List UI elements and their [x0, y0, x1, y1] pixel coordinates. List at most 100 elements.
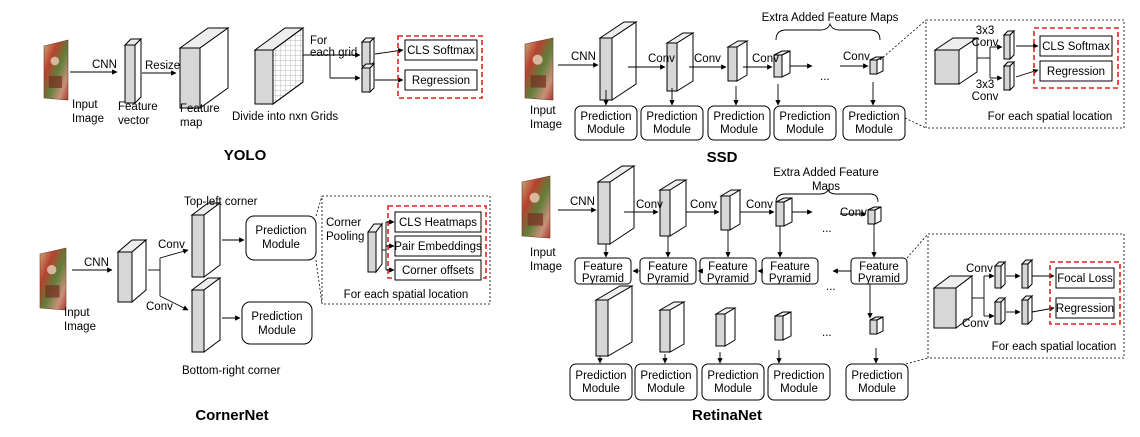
cornernet-br-arrow [159, 295, 189, 311]
retinanet-head-map-4-front [774, 315, 784, 341]
retinanet-detail-map-front [933, 287, 957, 329]
ssd-prediction-module-label-2-line1: Prediction [646, 111, 697, 123]
retinanet-feature-map-3-front [720, 195, 731, 231]
ssd-prediction-module-2 [640, 105, 704, 141]
ssd-feature-map-4-side [781, 50, 791, 78]
ssd-prediction-module-label-5-line2: Module [855, 124, 893, 136]
retinanet-head-map-1-front [595, 299, 609, 357]
retinanet-feature-map-4-side [783, 197, 793, 227]
cornernet-prediction-module-2 [241, 301, 313, 345]
ssd-prediction-module-1 [574, 105, 638, 141]
ssd-input-label-line2: Image [530, 119, 562, 131]
retinanet-conv-label-3: Conv [746, 199, 773, 211]
ssd-cls-label: CLS Softmax [1042, 41, 1110, 53]
retinanet-input-image-photo [521, 175, 551, 239]
cornernet-bottom-right-map-side [203, 277, 221, 353]
ssd-cnn-label: CNN [571, 51, 596, 63]
ssd-prediction-module-label-4-line1: Prediction [779, 111, 830, 123]
retinanet-pm-label-1-line2: Module [582, 383, 620, 395]
ssd-input-image-figure [532, 54, 543, 65]
retinanet-feature-map-1 [596, 165, 636, 245]
yolo-input-image-figure [50, 56, 60, 66]
yolo-input-image-detail [48, 76, 62, 88]
yolo-divide-label: Divide into nxn Grids [232, 111, 338, 123]
ssd-input-image-detail [530, 75, 546, 88]
ssd-3x3-conv-top-line2: Conv [972, 37, 999, 49]
ssd-3x3-conv-bottom-line2: Conv [972, 91, 999, 103]
yolo-reg-box [404, 69, 478, 91]
cornernet-prediction-module-1 [245, 215, 317, 261]
cornernet-detail-panel [321, 195, 491, 305]
retinanet-prediction-module-3 [701, 363, 765, 401]
retinanet-dots-bottom: ... [822, 327, 832, 339]
ssd-detail-head-1-front [1003, 34, 1011, 60]
ssd-prediction-module-label-5-line1: Prediction [848, 111, 899, 123]
cornernet-input-label-line1: Input [64, 307, 90, 319]
cornernet-top-left-label: Top-left corner [184, 196, 258, 208]
retinanet-focal-box [1055, 267, 1115, 289]
cornernet-zoom-line-1 [315, 195, 323, 217]
ssd-input-label-line1: Input [530, 105, 556, 117]
ssd-prediction-module-5 [842, 105, 906, 141]
yolo-input-image [43, 39, 69, 101]
yolo-feature-map-label-line1: Feature [180, 103, 220, 115]
retinanet-prediction-module-5 [845, 363, 909, 401]
retinanet-detail-panel [927, 233, 1125, 359]
ssd-prediction-module-label-1-line2: Module [587, 124, 625, 136]
retinanet-input-label-line2: Image [530, 261, 562, 273]
cornernet-cnn-label: CNN [84, 257, 109, 269]
retinanet-detail-conv-1: Conv [966, 263, 993, 275]
retinanet-feature-map-5-side [874, 206, 882, 225]
retinanet-prediction-module-1 [569, 363, 633, 401]
cornernet-head-box-2 [394, 235, 482, 257]
ssd-conv-label-2: Conv [694, 53, 721, 65]
cornernet-input-image-figure [47, 265, 57, 275]
cornernet-backbone-map-front [117, 251, 133, 303]
retinanet-detail-head-1-front [994, 265, 1002, 289]
cornernet-head-label-2: Pair Embeddings [394, 241, 482, 253]
cornernet-for-each-label: For each spatial location [344, 289, 469, 301]
retinanet-feature-map-3-side [729, 189, 741, 231]
retinanet-input-image-detail [527, 213, 543, 226]
retinanet-pm-label-2-line2: Module [647, 383, 685, 395]
cornernet-backbone-map [116, 238, 148, 304]
retinanet-detail-conv-2: Conv [962, 318, 989, 330]
yolo-for-each-grid-label-line2: each grid [310, 47, 357, 59]
ssd-zoom-line-1 [904, 117, 927, 129]
yolo-feature-vector-label-line1: Feature [118, 101, 158, 113]
ssd-prediction-module-4 [773, 105, 837, 141]
ssd-detail-head-1 [1002, 29, 1016, 61]
cornernet-top-left-map [190, 202, 222, 278]
retinanet-head-map-2 [658, 301, 686, 353]
ssd-3x3-conv-top-line1: 3x3 [976, 25, 995, 37]
retinanet-title: RetinaNet [692, 407, 762, 424]
yolo-head-1-side [369, 36, 375, 68]
yolo-feature-vector-front [124, 44, 136, 104]
retinanet-feature-map-5 [867, 206, 882, 225]
cornernet-conv-tl: Conv [158, 239, 185, 251]
retinanet-reg-box [1055, 297, 1115, 319]
ssd-dots: ... [820, 71, 830, 83]
retinanet-cnn-label: CNN [570, 196, 595, 208]
retinanet-head-map-3-side [724, 307, 736, 347]
retinanet-for-each-label: For each spatial location [992, 341, 1117, 353]
yolo-head-1-front [361, 41, 371, 67]
ssd-feature-map-4-front [773, 54, 783, 78]
cornernet-tl-arrow [159, 248, 189, 259]
retinanet-detail-head-2 [993, 296, 1007, 326]
cornernet-conv-br: Conv [146, 301, 173, 313]
ssd-input-image [524, 37, 554, 101]
retinanet-head-map-5-front [869, 319, 878, 335]
cornernet-input-label-line2: Image [64, 321, 96, 333]
yolo-input-label-line1: Input [72, 99, 98, 111]
retinanet-input-image [521, 175, 551, 239]
ssd-feature-map-5-front [869, 59, 878, 75]
retinanet-conv-label-1: Conv [636, 199, 663, 211]
retinanet-head-map-5-side [876, 316, 884, 335]
yolo-grid-map-grid [272, 27, 304, 105]
cornernet-pm-label-1-line1: Prediction [255, 225, 306, 237]
ssd-prediction-module-label-3-line2: Module [720, 124, 758, 136]
cornernet-input-image-detail [45, 285, 60, 298]
ssd-detail-head-2-side [1009, 60, 1015, 92]
